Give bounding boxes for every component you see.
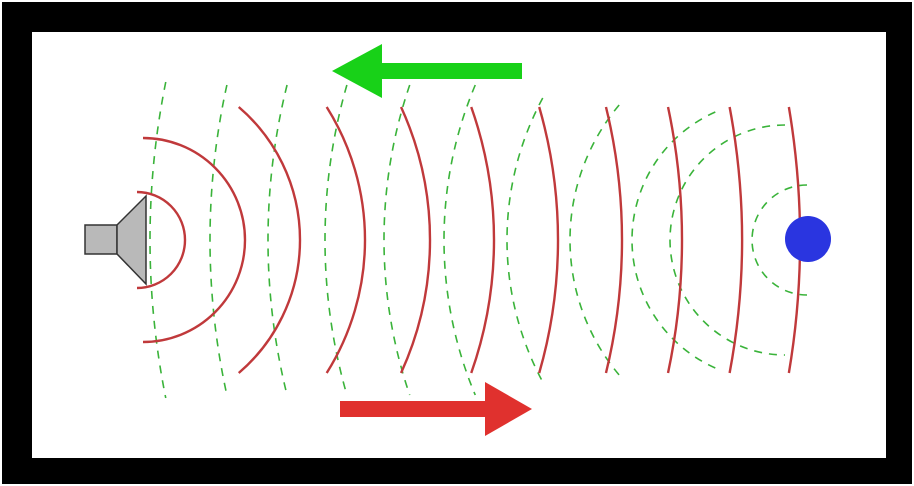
arrow-right-head: [485, 382, 532, 436]
reflected-wavefront: [268, 85, 287, 395]
reflected-wavefront: [570, 105, 619, 375]
emitted-wavefront: [539, 107, 558, 373]
emitted-wavefront: [730, 107, 742, 373]
emitted-waves: [137, 107, 800, 373]
emitted-wavefront: [401, 107, 430, 373]
speaker-icon: [85, 196, 146, 284]
ball-icon: [785, 216, 831, 262]
emitted-wavefront: [239, 107, 300, 373]
arrow-right-shaft: [340, 401, 488, 417]
emitted-wavefront: [143, 138, 245, 342]
emitted-wavefront: [606, 107, 622, 373]
reflected-wavefront: [210, 85, 227, 395]
arrow-left-shaft: [380, 63, 522, 79]
reflected-wavefront: [325, 85, 347, 395]
arrow-right-icon: [340, 382, 532, 436]
speaker-cone: [117, 196, 146, 284]
diagram-canvas: [32, 32, 886, 458]
reflected-wavefront: [632, 112, 715, 368]
reflected-wavefront: [150, 82, 166, 398]
wave-scene: [32, 32, 886, 458]
speaker-body: [85, 225, 117, 254]
reflected-wavefront: [444, 85, 475, 395]
emitted-wavefront: [471, 107, 494, 373]
arrow-left-head: [332, 44, 382, 98]
reflected-wavefront: [507, 98, 543, 382]
reflected-wavefront: [384, 85, 410, 395]
arrow-left-icon: [332, 44, 522, 98]
reflected-wavefront: [670, 125, 785, 355]
